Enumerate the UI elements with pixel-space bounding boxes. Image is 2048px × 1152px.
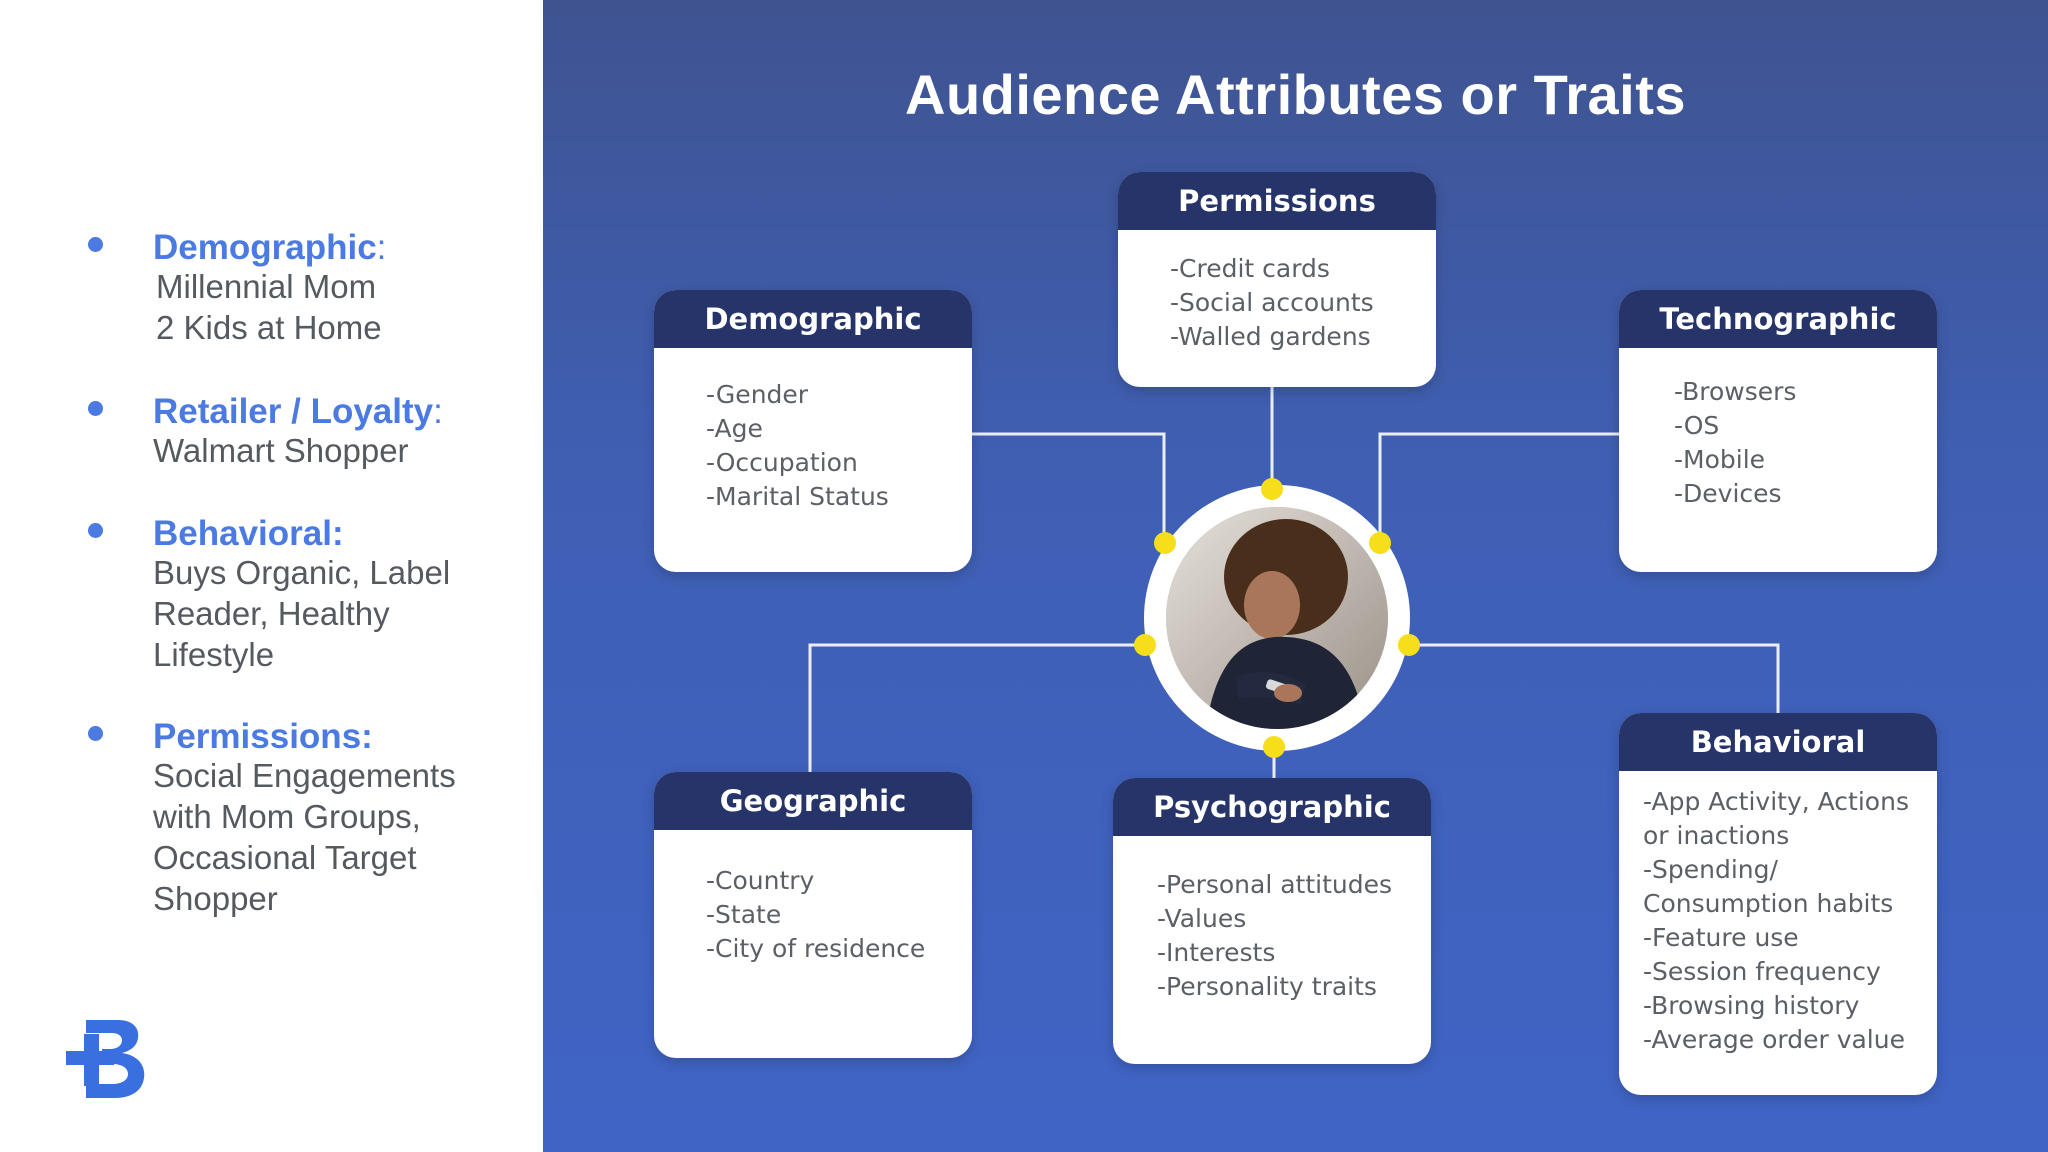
bullet-heading: Retailer / Loyalty:: [153, 392, 443, 431]
bullet-dot-icon: [88, 726, 103, 741]
bullet-heading: Permissions:: [153, 717, 373, 756]
bullet-heading: Demographic:: [153, 228, 387, 267]
bullet-text: Occasional Target: [153, 839, 417, 876]
card-item: -Gender: [706, 380, 809, 409]
card-body: -Gender -Age -Occupation -Marital Status: [654, 378, 972, 514]
card-item: -Walled gardens: [1170, 322, 1371, 351]
card-item: -Feature use: [1643, 923, 1799, 952]
bullet-dot-icon: [88, 237, 103, 252]
card-technographic: Technographic -Browsers -OS -Mobile -Dev…: [1619, 290, 1937, 572]
connector-dot-icon: [1134, 634, 1156, 656]
card-item: -Credit cards: [1170, 254, 1330, 283]
card-item: -Age: [706, 414, 763, 443]
card-geographic: Geographic -Country -State -City of resi…: [654, 772, 972, 1058]
card-item: -Social accounts: [1170, 288, 1374, 317]
woman-using-phone-photo: [1166, 507, 1388, 729]
card-item: -Average order value: [1643, 1025, 1905, 1054]
card-item: -City of residence: [706, 934, 926, 963]
card-demographic: Demographic -Gender -Age -Occupation -Ma…: [654, 290, 972, 572]
card-title: Demographic: [654, 290, 972, 348]
bullet-text: Reader, Healthy: [153, 595, 390, 632]
card-item: -Browsers: [1674, 377, 1797, 406]
connector-lines: [808, 385, 1780, 778]
card-item: -Marital Status: [706, 482, 889, 511]
connector-dot-icon: [1369, 532, 1391, 554]
card-body: -App Activity, Actions or inactions -Spe…: [1619, 785, 1937, 1057]
card-item: -Occupation: [706, 448, 858, 477]
card-body: -Credit cards -Social accounts -Walled g…: [1118, 252, 1436, 354]
bullet-heading: Behavioral:: [153, 514, 344, 553]
card-title: Geographic: [654, 772, 972, 830]
card-item: -OS: [1674, 411, 1720, 440]
bullet-text: Millennial Mom: [156, 268, 377, 305]
card-item: -App Activity, Actions: [1643, 787, 1909, 816]
card-body: -Personal attitudes -Values -Interests -…: [1113, 868, 1431, 1004]
card-psychographic: Psychographic -Personal attitudes -Value…: [1113, 778, 1431, 1064]
bullet-dot-icon: [88, 401, 103, 416]
card-item: Consumption habits: [1643, 889, 1894, 918]
card-item: -Mobile: [1674, 445, 1766, 474]
card-item: -Browsing history: [1643, 991, 1860, 1020]
left-panel: Demographic: Millennial Mom 2 Kids at Ho…: [0, 0, 543, 1152]
card-behavioral: Behavioral -App Activity, Actions or ina…: [1619, 713, 1937, 1095]
diagram-panel: Audience Attributes or Traits Demographi…: [543, 0, 2048, 1152]
card-item: -Personal attitudes: [1157, 870, 1393, 899]
bullet-text: 2 Kids at Home: [156, 309, 382, 346]
card-item: -State: [706, 900, 782, 929]
card-title: Technographic: [1619, 290, 1937, 348]
bullet-text: Social Engagements: [153, 757, 456, 794]
connector-dot-icon: [1261, 478, 1283, 500]
slide-title: Audience Attributes or Traits: [905, 63, 1686, 126]
card-item: -Session frequency: [1643, 957, 1881, 986]
card-item: -Devices: [1674, 479, 1782, 508]
card-title: Psychographic: [1113, 778, 1431, 836]
card-item: -Interests: [1157, 938, 1276, 967]
card-item: -Country: [706, 866, 815, 895]
bullet-text: Lifestyle: [153, 636, 275, 673]
plus-b-logo-icon: [66, 1020, 145, 1098]
card-body: -Browsers -OS -Mobile -Devices: [1619, 375, 1937, 511]
card-item: -Personality traits: [1157, 972, 1377, 1001]
card-title: Behavioral: [1619, 713, 1937, 771]
card-item: or inactions: [1643, 821, 1790, 850]
bullet-dot-icon: [88, 523, 103, 538]
connector-dot-icon: [1398, 634, 1420, 656]
card-title: Permissions: [1118, 172, 1436, 230]
card-item: -Values: [1157, 904, 1247, 933]
connector-dot-icon: [1263, 736, 1285, 758]
card-permissions: Permissions -Credit cards -Social accoun…: [1118, 172, 1436, 387]
bullet-text: Shopper: [153, 880, 278, 917]
bullet-text: with Mom Groups,: [153, 798, 421, 835]
card-item: -Spending/: [1643, 855, 1778, 884]
bullet-text: Buys Organic, Label: [153, 554, 451, 591]
card-body: -Country -State -City of residence: [654, 864, 972, 966]
bullet-text: Walmart Shopper: [153, 432, 409, 469]
connector-dot-icon: [1154, 532, 1176, 554]
